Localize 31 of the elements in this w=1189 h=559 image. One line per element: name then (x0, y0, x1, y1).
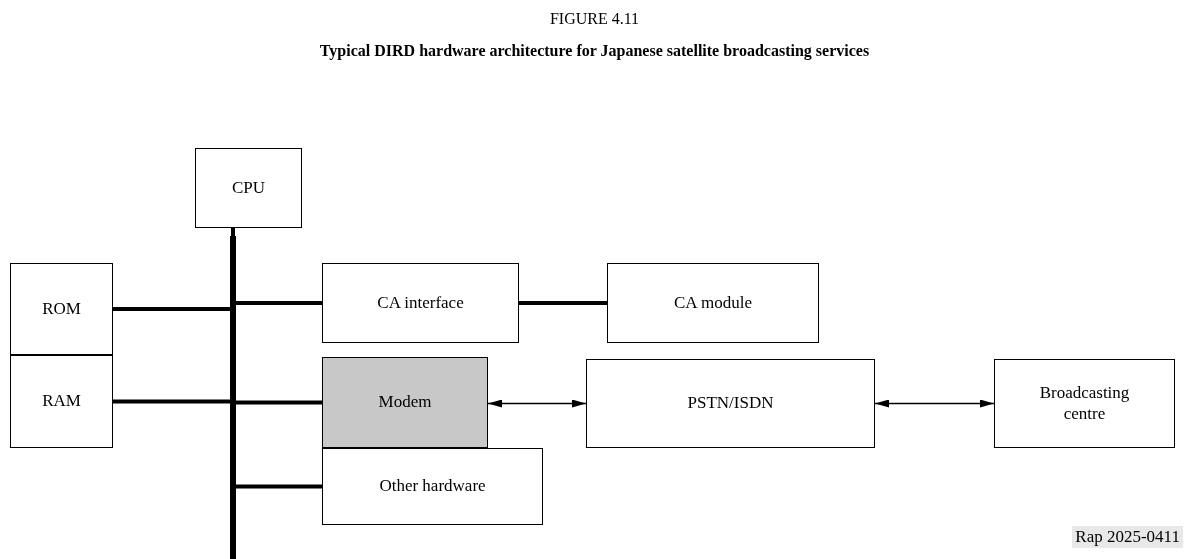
component-box (607, 263, 819, 343)
connector-line (113, 307, 230, 311)
component-label: Modem (378, 392, 432, 413)
component-box (195, 148, 302, 228)
figure-number: FIGURE 4.11 (549, 10, 640, 27)
component-box (10, 355, 113, 448)
component-label: CA interface (377, 292, 464, 314)
figure-caption: Typical DIRD hardware architecture for Japanese satellite broadcasting services (319, 42, 870, 59)
arrow (487, 399, 587, 408)
component-box (322, 263, 519, 343)
connector-line (236, 301, 322, 305)
component-label: RAM (42, 391, 81, 412)
connector-line (113, 399, 230, 404)
component-box (322, 448, 543, 525)
connector-line (231, 228, 235, 236)
component-label: Other hardware (379, 476, 486, 497)
component-box (586, 359, 875, 448)
arrow (874, 399, 995, 408)
component-label: CPU (231, 177, 266, 199)
component-box (994, 359, 1175, 448)
bus-bar (230, 236, 236, 559)
component-label: Broadcasting centre (1038, 383, 1131, 424)
component-label: PSTN/ISDN (687, 393, 774, 414)
connector-line (519, 301, 607, 305)
component-box (10, 263, 113, 355)
connector-line (236, 484, 322, 489)
connector-line (236, 400, 322, 405)
reference-number: Rap 2025-0411 (1072, 526, 1183, 548)
component-box (322, 357, 488, 448)
component-label: ROM (42, 298, 81, 320)
component-label: CA module (674, 292, 752, 314)
